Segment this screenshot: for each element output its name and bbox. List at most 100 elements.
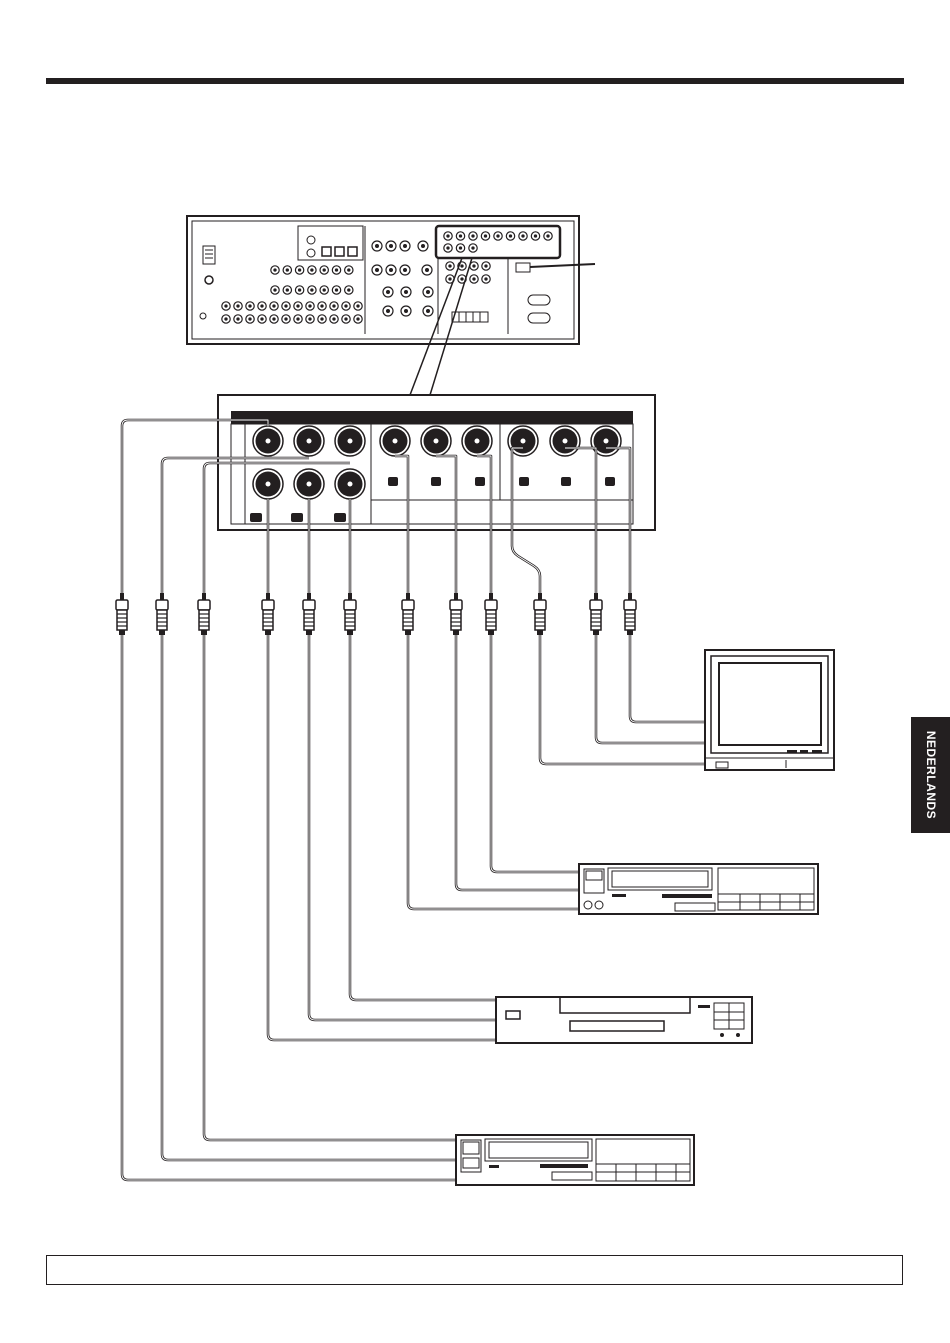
language-tab-label: NEDERLANDS [924,731,938,819]
rear-jack [283,286,291,294]
rear-jack [282,315,290,323]
rear-jack [456,244,464,252]
jack-indicator [475,477,485,486]
rear-jack [544,232,552,240]
rca-plug-icon [402,593,414,635]
rear-jack [423,306,433,316]
rear-jack [295,286,303,294]
jack-indicator [250,513,262,522]
rca-jack [550,426,580,456]
rear-jack [294,302,302,310]
rear-jack [330,302,338,310]
rear-jack [401,306,411,316]
av-cable [596,634,705,743]
rear-jack [270,315,278,323]
rear-jack [386,241,396,251]
header-rule [46,78,904,84]
dvd-player-icon [496,997,752,1043]
rear-jack [482,275,490,283]
rear-jack [446,262,454,270]
rear-jack [383,287,393,297]
rear-jack [246,315,254,323]
rca-jack [462,426,492,456]
av-cable [456,634,579,890]
rca-plug-icon [262,593,274,635]
rear-jack [271,286,279,294]
rca-jack [253,469,283,499]
rear-jack [295,266,303,274]
rear-jack [345,286,353,294]
rear-jack [519,232,527,240]
jack-indicator [561,477,571,486]
av-cable [350,634,496,1000]
rca-plug-icon [344,593,356,635]
rca-jack [253,426,283,456]
rear-jack [401,287,411,297]
rear-jack [270,302,278,310]
av-cable-core [204,634,456,1140]
rca-plug-icon [534,593,546,635]
rear-jack [372,241,382,251]
av-cable-core [596,634,705,743]
rca-plug-icon [116,593,128,635]
rca-jack [335,426,365,456]
rear-jack [234,315,242,323]
rear-jack [531,232,539,240]
rca-plug-icon [198,593,210,635]
receiver-rear-panel-icon [187,216,595,344]
av-cable [540,634,705,764]
av-cable [408,634,579,909]
av-cable [491,634,579,872]
jack-indicator [431,477,441,486]
av-cable-core [309,634,496,1020]
video-recorder-icon [579,864,818,914]
rear-jack [306,302,314,310]
rear-jack [318,315,326,323]
rear-jack [222,302,230,310]
rear-jack [354,315,362,323]
rear-jack [400,241,410,251]
rear-jack [345,266,353,274]
rca-plug-icon [590,593,602,635]
av-cable-core [491,634,579,872]
jack-indicator [291,513,303,522]
rca-jack [294,426,324,456]
rear-jack [271,266,279,274]
panel-header-band [231,411,633,424]
rear-jack [246,302,254,310]
rear-jack [308,266,316,274]
rear-jack [283,266,291,274]
jack-indicator [388,477,398,486]
av-cable-core [408,634,579,909]
rear-jack [400,265,410,275]
rear-jack [469,232,477,240]
rear-jack [494,232,502,240]
av-cable [204,634,456,1140]
rca-jack [294,469,324,499]
note-box [46,1255,903,1285]
rear-jack [320,286,328,294]
av-cable [630,634,705,722]
rear-jack [320,266,328,274]
rear-jack [383,306,393,316]
video-recorder-icon [456,1135,694,1185]
rear-jack [258,315,266,323]
rear-jack [342,302,350,310]
rear-jack [258,302,266,310]
rear-jack [456,232,464,240]
rca-jack [380,426,410,456]
rear-jack [444,244,452,252]
rear-jack [330,315,338,323]
av-cable-core [268,634,496,1040]
jack-indicator [605,477,615,486]
rear-jack [222,315,230,323]
av-cable [122,634,456,1180]
rear-jack [444,232,452,240]
language-tab[interactable]: NEDERLANDS [911,717,950,833]
rear-jack [342,315,350,323]
av-cable-core [540,634,705,764]
av-cable-core [456,634,579,890]
av-cable [268,634,496,1040]
rear-jack [418,241,428,251]
